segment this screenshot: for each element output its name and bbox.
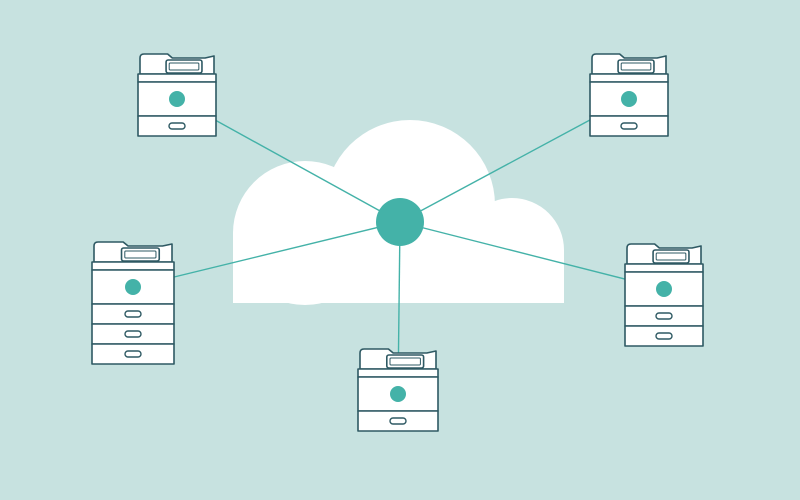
output-tray (624, 263, 704, 273)
multifunction-printer-icon (589, 53, 669, 137)
output-tray (589, 73, 669, 83)
display-screen-inner (655, 252, 687, 261)
connection-line (132, 221, 401, 288)
printer-node-icon (621, 91, 637, 107)
printers-group (91, 53, 704, 432)
multifunction-printer-icon (624, 243, 704, 347)
display-screen-inner (389, 357, 421, 366)
tray-handle (168, 122, 186, 130)
output-tray (357, 368, 439, 378)
multifunction-printer-icon (137, 53, 217, 137)
printer-node-icon (656, 281, 672, 297)
printer-node-icon (125, 279, 141, 295)
tray-handle (124, 330, 142, 338)
tray-handle (124, 310, 142, 318)
output-tray (137, 73, 217, 83)
output-tray (91, 261, 175, 271)
tray-handle (620, 122, 638, 130)
tray-handle (124, 350, 142, 358)
printer-node-icon (390, 386, 406, 402)
connection-line (399, 221, 665, 290)
display-screen-inner (620, 62, 652, 71)
tray-handle (655, 312, 673, 320)
tray-handle (389, 417, 407, 425)
multifunction-printer-icon (357, 348, 439, 432)
multifunction-printer-icon (91, 241, 175, 365)
tray-handle (655, 332, 673, 340)
display-screen-inner (124, 250, 157, 259)
network-hub-icon (376, 198, 424, 246)
printer-node-icon (169, 91, 185, 107)
display-screen-inner (168, 62, 200, 71)
